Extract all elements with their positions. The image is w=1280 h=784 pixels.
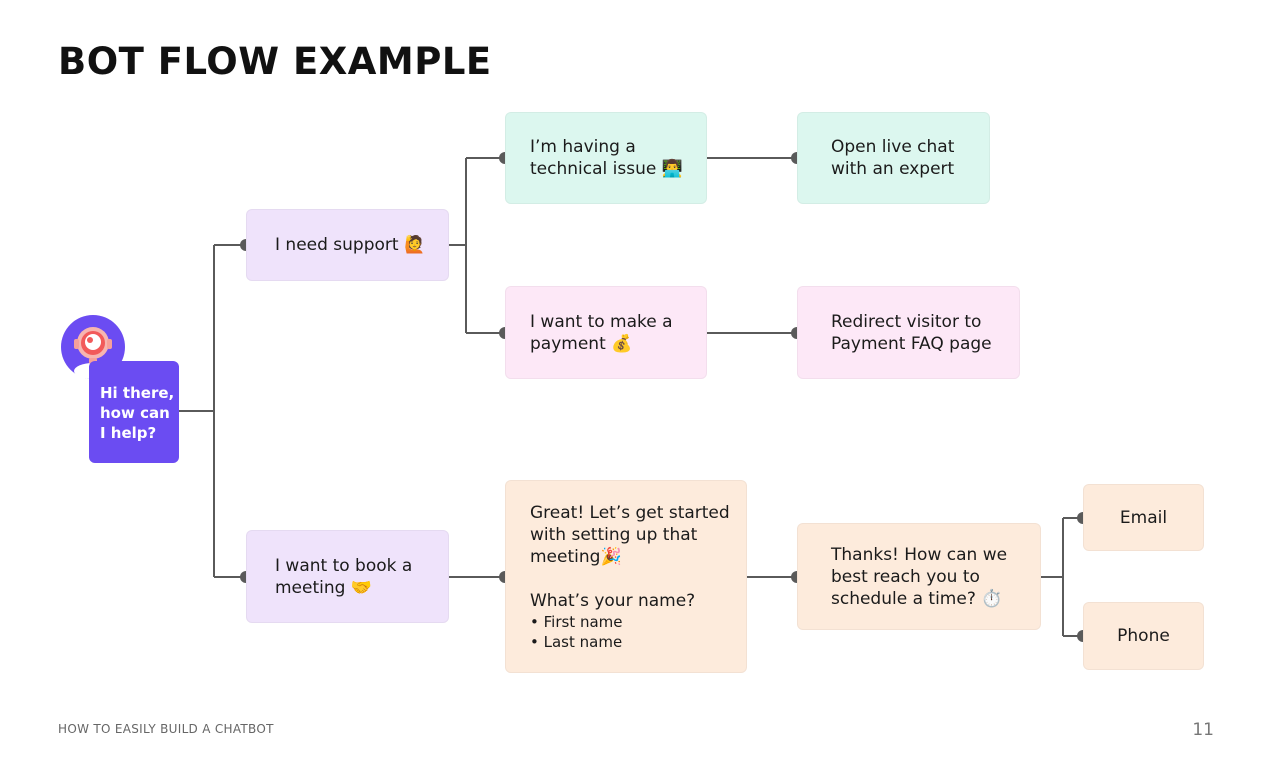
node-need-support: I need support 🙋 bbox=[246, 209, 449, 281]
node-text: meeting bbox=[275, 577, 346, 598]
bot-greeting-line: Hi there, bbox=[100, 384, 175, 402]
node-get-started: Great! Let’s get started with setting up… bbox=[505, 480, 747, 673]
node-text: I want to book a bbox=[275, 555, 413, 576]
node-technical-issue: I’m having a technical issue 👨‍💻 bbox=[505, 112, 707, 204]
node-bullet: • First name bbox=[530, 612, 623, 631]
node-redirect-faq: Redirect visitor to Payment FAQ page bbox=[797, 286, 1020, 379]
node-text: I want to make a bbox=[530, 311, 673, 332]
party-popper-icon: 🎉 bbox=[600, 546, 622, 567]
node-text: Phone bbox=[1117, 626, 1170, 646]
node-thanks-reach: Thanks! How can we best reach you to sch… bbox=[797, 523, 1041, 630]
node-book-meeting: I want to book a meeting 🤝 bbox=[246, 530, 449, 623]
bot-greeting-line: how can bbox=[100, 404, 170, 422]
stopwatch-icon: ⏱️ bbox=[981, 588, 1003, 609]
node-email: Email bbox=[1083, 484, 1204, 551]
raising-hand-icon: 🙋 bbox=[403, 235, 426, 255]
page-title: BOT FLOW EXAMPLE bbox=[58, 40, 492, 83]
node-text: Great! Let’s get started bbox=[530, 502, 730, 523]
node-question: What’s your name? bbox=[530, 590, 696, 611]
footer-text: HOW TO EASILY BUILD A CHATBOT bbox=[58, 722, 274, 736]
node-bullet: • Last name bbox=[530, 632, 623, 651]
bot-greeting-bubble: Hi there, how can I help? bbox=[89, 361, 179, 463]
node-text: with an expert bbox=[831, 159, 955, 179]
node-text: Email bbox=[1119, 507, 1168, 528]
node-text: meeting bbox=[530, 546, 601, 567]
node-text: technical issue bbox=[530, 159, 657, 179]
node-text: Payment FAQ page bbox=[831, 333, 992, 354]
node-text: Open live chat bbox=[831, 137, 955, 157]
node-text: Thanks! How can we bbox=[831, 544, 1008, 565]
node-text: payment bbox=[530, 333, 606, 354]
node-text: best reach you to bbox=[831, 566, 980, 587]
bot-greeting-line: I help? bbox=[100, 424, 157, 442]
node-text: schedule a time? bbox=[831, 588, 976, 609]
node-text: Redirect visitor to bbox=[831, 311, 982, 332]
node-text: I’m having a bbox=[530, 137, 636, 157]
node-phone: Phone bbox=[1083, 602, 1204, 670]
handshake-icon: 🤝 bbox=[350, 577, 373, 598]
money-bag-icon: 💰 bbox=[611, 333, 633, 354]
node-text: with setting up that bbox=[530, 524, 698, 545]
node-text: I need support bbox=[275, 235, 399, 255]
technologist-icon: 👨‍💻 bbox=[661, 159, 683, 179]
page-number: 11 bbox=[1192, 720, 1214, 740]
node-open-live-chat: Open live chat with an expert bbox=[797, 112, 990, 204]
node-make-payment: I want to make a payment 💰 bbox=[505, 286, 707, 379]
